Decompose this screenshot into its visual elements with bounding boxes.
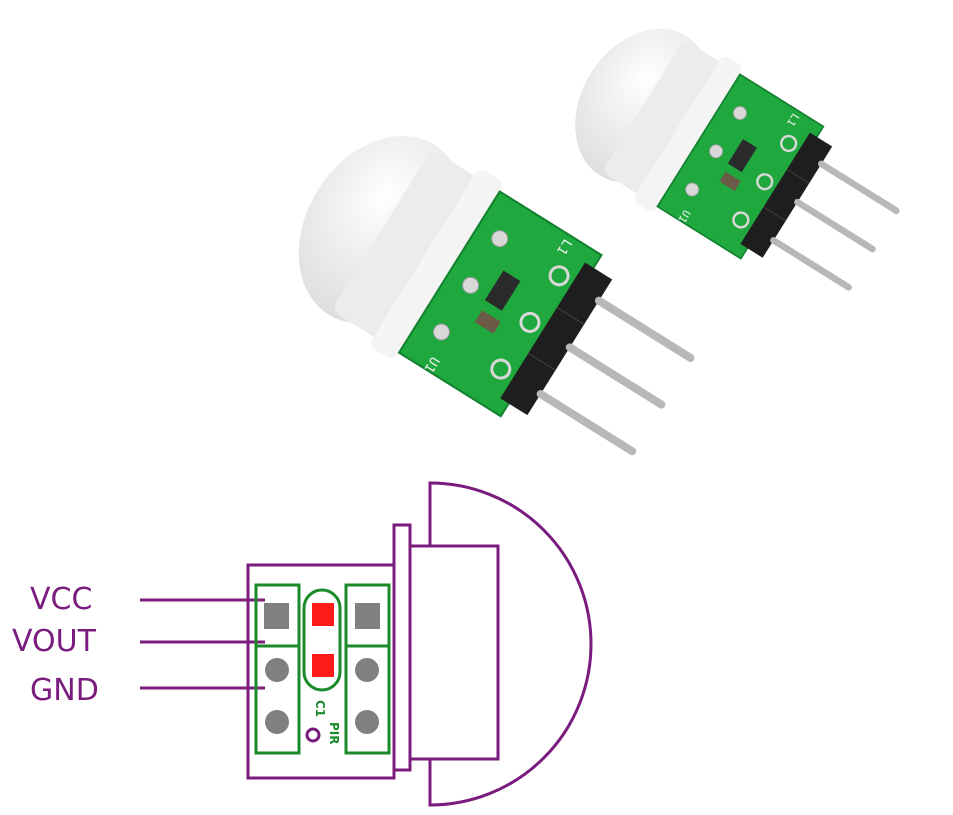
right-pad-3: [355, 710, 379, 734]
right-header-silk: [344, 583, 391, 755]
u1-label: U1: [421, 354, 442, 375]
sensor-module-photo-back: U1 L1: [545, 0, 918, 322]
l1-label: L1: [784, 111, 802, 129]
pinout-diagram: VCC VOUT GND C1 PIR: [12, 481, 593, 807]
c1-pad-bottom: [312, 654, 334, 677]
vout-label: VOUT: [12, 624, 97, 659]
vout-pad: [265, 658, 289, 682]
sensor-module-photo-front: U1 L1: [262, 101, 717, 494]
gnd-label: GND: [30, 673, 99, 708]
c1-pad-top: [312, 603, 334, 626]
pin1-marker: [305, 727, 321, 743]
lens-body-outline: [408, 544, 500, 761]
vcc-label: VCC: [30, 582, 92, 617]
c1-outline: [302, 588, 342, 692]
left-header-silk: [254, 583, 301, 755]
c1-label: C1: [313, 700, 327, 717]
vcc-pad: [264, 603, 289, 629]
right-pad-2: [355, 658, 379, 682]
right-square-pad: [355, 603, 380, 629]
gnd-pad: [265, 710, 289, 734]
flange-outline: [392, 523, 412, 772]
pir-label: PIR: [327, 722, 341, 745]
lens-dome-outline: [428, 481, 593, 807]
l1-label: L1: [553, 236, 574, 257]
u1-label: U1: [675, 207, 693, 225]
